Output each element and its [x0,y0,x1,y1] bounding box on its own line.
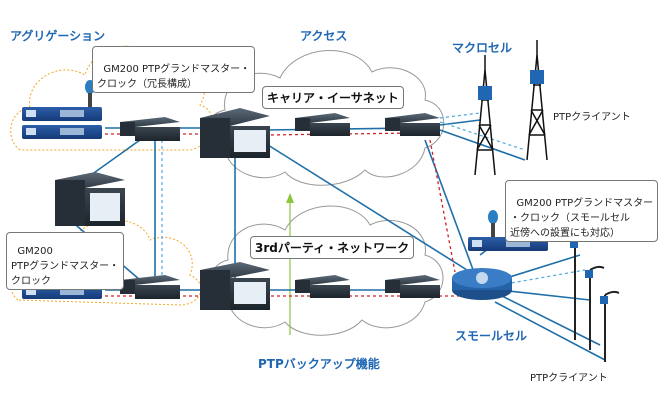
aggregation-label: アグリゲーション [10,29,106,43]
carrier-ethernet-label: キャリア・イーサネット [267,91,399,105]
carrier-ethernet-box: キャリア・イーサネット [262,86,404,109]
macro-cell-tower-1 [474,55,496,176]
light-blue-dashed-links [161,112,586,286]
small-cell-pole-2 [585,265,605,350]
core-router-agg [55,172,125,226]
gm200-clock-label: GM200 PTPグランドマスター・ クロック [11,246,120,287]
ptp-backup-label: PTPバックアップ機能 [258,357,380,371]
ptp-client-small-label: PTPクライアント [530,373,608,384]
gm200-small-cell-label: GM200 PTPグランドマスター ・クロック（スモールセル 近傍への設置にも対… [510,198,654,239]
macro-cell-tower-2 [526,40,548,161]
core-router-access-top [200,108,270,158]
gm200-redundant-label: GM200 PTPグランドマスター・ クロック（冗長構成） [97,64,251,90]
gm200-unit-top-1 [22,107,102,121]
gm200-clock-box: GM200 PTPグランドマスター・ クロック [6,232,125,290]
gm200-small-cell-box: GM200 PTPグランドマスター ・クロック（スモールセル 近傍への設置にも対… [505,180,659,242]
small-cell-pole-3 [600,290,620,362]
access-switch-top-2 [385,113,440,136]
small-cell-pole-1 [570,235,590,340]
ptp-backup-arrowhead [286,193,294,203]
gm200-unit-top-2 [22,125,102,139]
core-router-access-bottom [200,262,270,310]
small-cell-label: スモールセル [455,329,528,343]
macro-cell-label: マクロセル [452,41,513,55]
small-cell-hub [452,268,512,300]
agg-switch-top [120,117,180,141]
access-switch-top-1 [295,113,350,136]
third-party-network-box: 3rdパーティ・ネットワーク [250,236,415,259]
gm200-redundant-box: GM200 PTPグランドマスター・ クロック（冗長構成） [92,46,256,93]
access-switch-bottom-1 [295,275,350,298]
access-switch-bottom-2 [385,275,440,298]
access-label: アクセス [300,29,348,43]
third-party-network-label: 3rdパーティ・ネットワーク [255,241,410,255]
gps-antenna-small-cell [488,210,498,237]
ptp-client-macro-label: PTPクライアント [553,112,631,123]
